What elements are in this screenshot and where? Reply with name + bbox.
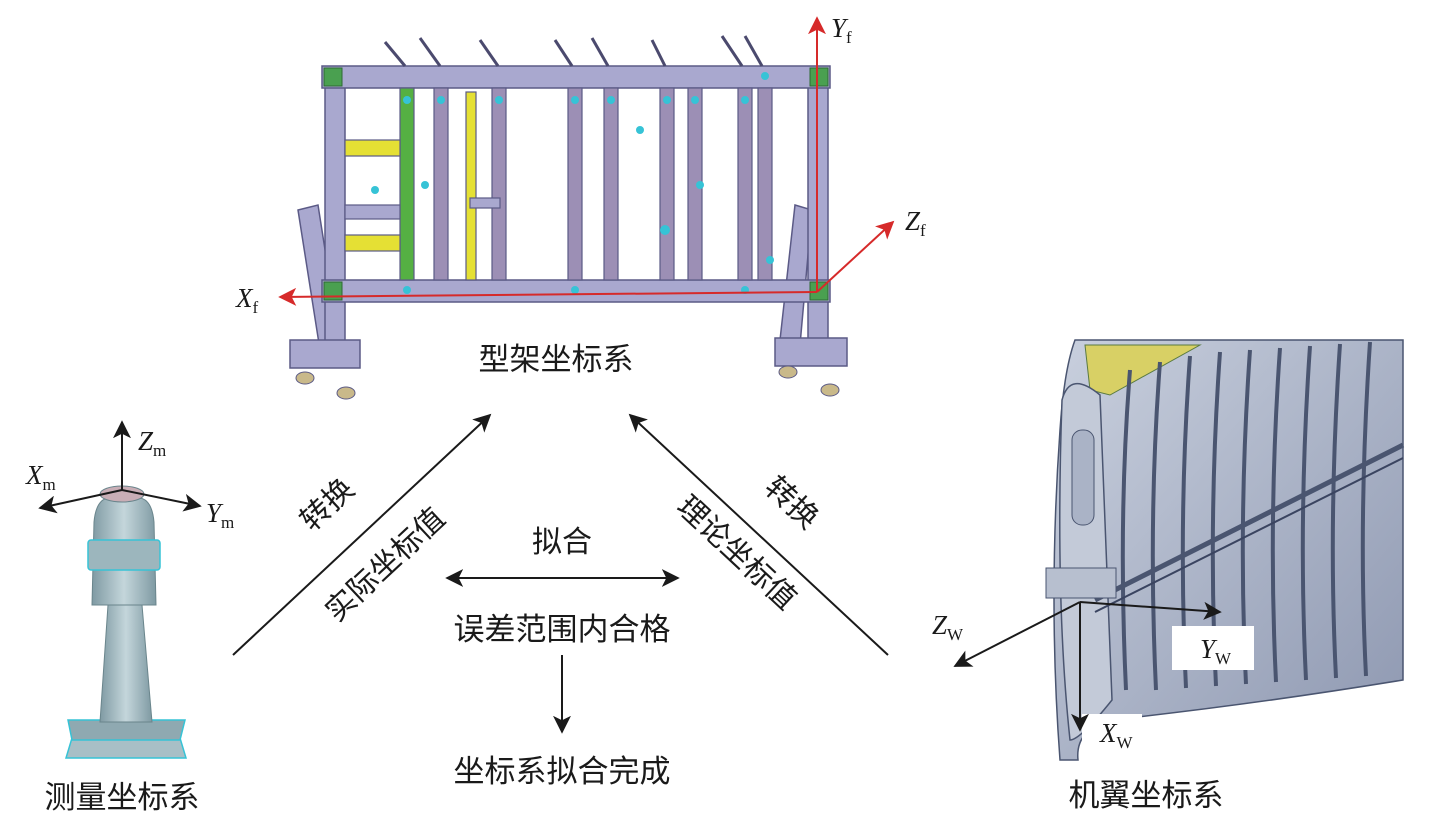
- fixture-x-label: Xf: [235, 283, 259, 317]
- wing-y-axis: [1079, 601, 1222, 620]
- fit-label: 拟合: [532, 525, 592, 560]
- tracker-y-axis: [121, 489, 202, 512]
- wing-z-axis: [953, 601, 1081, 667]
- wing-y-label-bg: [1172, 626, 1254, 670]
- wing-model: [1045, 339, 1405, 761]
- fixture-right-leg: [774, 74, 848, 397]
- fixture-top-arms: [383, 35, 764, 67]
- wing-y-label: YW: [1200, 634, 1232, 668]
- tracker-axes: [38, 420, 202, 514]
- fixture-top-beam: [321, 65, 831, 89]
- wing-x-label: XW: [1099, 718, 1134, 752]
- tracker-x-label: Xm: [25, 460, 56, 494]
- tracker-z-label: Zm: [138, 426, 166, 460]
- tracker-model: [64, 485, 188, 759]
- fixture-model: [289, 35, 848, 400]
- right-transform-arrow: [628, 413, 889, 656]
- fixture-posts: [399, 87, 773, 281]
- right-transform-label: 转换: [758, 470, 826, 537]
- fixture-cs-label: 型架坐标系: [479, 342, 634, 378]
- fit-done-label: 坐标系拟合完成: [454, 754, 671, 790]
- tracker-y-label: Ym: [206, 498, 234, 532]
- fixture-x-axis: [278, 287, 818, 306]
- wing-z-label: ZW: [932, 610, 964, 644]
- fixture-clamps: [344, 139, 501, 252]
- fixture-left-leg: [289, 74, 361, 400]
- fixture-y-label: Yf: [831, 13, 852, 47]
- wing-ribs: [1120, 341, 1372, 691]
- wing-x-label-bg: [1082, 714, 1142, 754]
- fixture-locators: [371, 72, 774, 294]
- measure-cs-label: 测量坐标系: [45, 780, 200, 816]
- actual-values-label: 实际坐标值: [319, 501, 453, 629]
- wing-cs-label: 机翼坐标系: [1069, 778, 1224, 814]
- tracker-x-axis: [38, 489, 123, 514]
- fixture-z-label: Zf: [905, 206, 926, 240]
- fixture-z-axis: [816, 220, 895, 293]
- left-transform-arrow: [232, 413, 492, 656]
- wing-axes: [953, 601, 1222, 732]
- left-transform-label: 转换: [294, 472, 362, 539]
- error-ok-label: 误差范围内合格: [454, 612, 671, 648]
- fixture-axes: [278, 16, 895, 306]
